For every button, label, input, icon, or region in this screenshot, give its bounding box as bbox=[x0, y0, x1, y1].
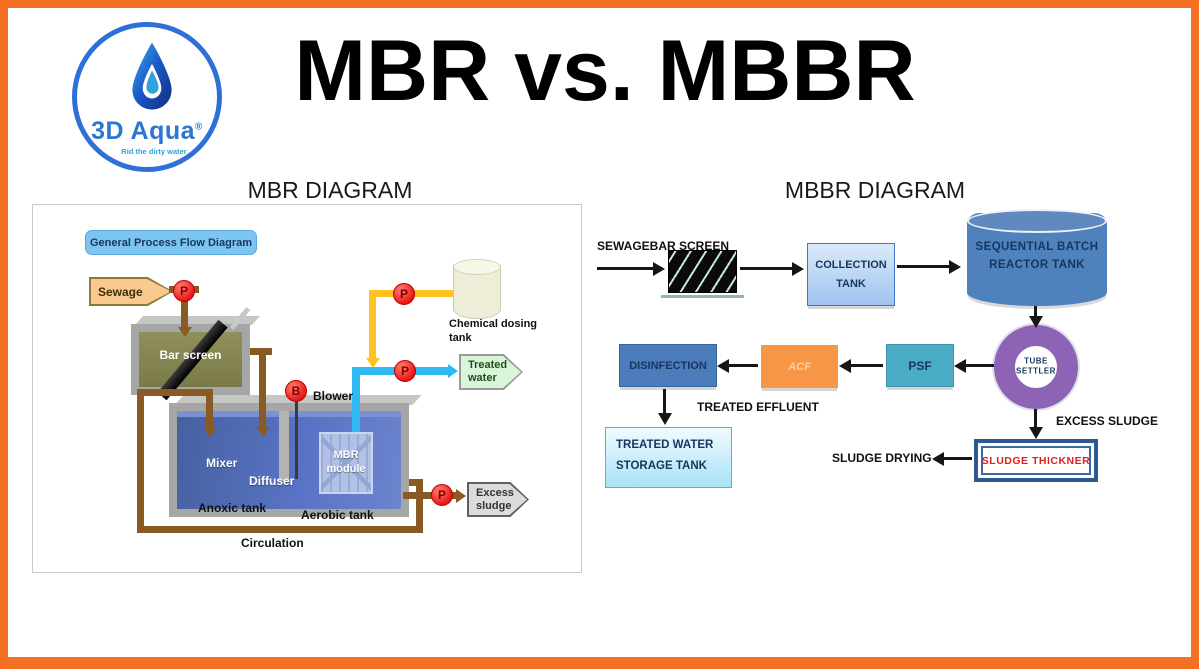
mbr-module-label: MBR module bbox=[326, 449, 366, 476]
flow-arrow-to-psf bbox=[966, 364, 994, 367]
treated-water-storage-tank-node: TREATED WATER STORAGE TANK bbox=[605, 427, 732, 488]
frame-bottom bbox=[0, 657, 1199, 669]
collection-tank-node: COLLECTION TANK bbox=[807, 243, 895, 306]
chemical-dosing-tank-label: Chemical dosing tank bbox=[449, 318, 538, 345]
sewage-label: Sewage bbox=[89, 277, 173, 306]
flow-arrow-sewage bbox=[597, 267, 653, 270]
mbr-diagram-heading: MBR DIAGRAM bbox=[247, 177, 413, 203]
mbr-module: MBR module bbox=[319, 432, 373, 494]
blower-badge: B bbox=[285, 380, 307, 402]
treated-effluent-label: TREATED EFFLUENT bbox=[697, 400, 819, 414]
frame-right bbox=[1191, 0, 1199, 669]
pipe-sewage-vertical bbox=[181, 291, 188, 327]
flow-arrow-to-disinfection bbox=[729, 364, 758, 367]
treated-water-label: Treated water bbox=[459, 354, 523, 390]
sbr-tank-label: SEQUENTIAL BATCH REACTOR TANK bbox=[975, 241, 1099, 271]
registered-mark: ® bbox=[195, 121, 203, 133]
excess-sludge-text: Excess sludge bbox=[476, 486, 514, 512]
frame-top bbox=[0, 0, 1199, 8]
anoxic-tank-label: Anoxic tank bbox=[198, 501, 267, 515]
mbr-diagram-panel: General Process Flow Diagram Sewage P Ba… bbox=[32, 204, 582, 573]
tube-settler-label: TUBE SETTLER bbox=[1016, 356, 1056, 376]
pump-badge: P bbox=[393, 283, 415, 305]
pipe-barscreen-out-vertical bbox=[259, 348, 266, 427]
brand-tagline: Rid the dirty water bbox=[121, 147, 187, 156]
blower-line bbox=[295, 401, 298, 479]
circulation-pipe-bottom bbox=[137, 526, 423, 533]
flow-arrow-to-acf bbox=[851, 364, 883, 367]
sludge-drying-label: SLUDGE DRYING bbox=[832, 451, 932, 465]
circulation-pipe-left-riser bbox=[137, 389, 144, 533]
flow-arrow-to-drying bbox=[944, 457, 972, 460]
flow-arrow-to-settler bbox=[1034, 306, 1037, 316]
flow-arrow-to-sbr bbox=[897, 265, 949, 268]
frame-left bbox=[0, 0, 8, 669]
psf-node: PSF bbox=[886, 344, 954, 387]
bar-screen-base bbox=[661, 295, 744, 298]
pump-badge: P bbox=[431, 484, 453, 506]
treated-water-text: Treated water bbox=[468, 358, 508, 384]
page-title: MBR vs. MBBR bbox=[294, 23, 916, 119]
excess-sludge-label: Excess sludge bbox=[467, 482, 529, 517]
tank-divider-wall bbox=[279, 411, 289, 481]
flow-arrow-to-storage bbox=[663, 389, 666, 413]
sbr-tank-node: SEQUENTIAL BATCH REACTOR TANK bbox=[967, 209, 1107, 306]
mixer-label: Mixer bbox=[206, 456, 238, 470]
chemical-dosing-tank bbox=[453, 259, 501, 319]
bar-screen-icon bbox=[668, 250, 737, 293]
tube-settler-node: TUBE SETTLER bbox=[994, 325, 1078, 409]
acf-node: ACF bbox=[761, 345, 838, 388]
sewage-bar-screen-label: SEWAGEBAR SCREEN bbox=[597, 239, 730, 253]
brand-logo: 3D Aqua® Rid the dirty water bbox=[72, 22, 222, 172]
flow-arrow-to-collection bbox=[740, 267, 792, 270]
circulation-label: Circulation bbox=[241, 536, 304, 550]
sbr-tank-lid bbox=[967, 209, 1107, 233]
circulation-pipe-return bbox=[206, 393, 213, 427]
pump-badge: P bbox=[394, 360, 416, 382]
permeate-pipe-vertical bbox=[352, 371, 360, 435]
dosing-pipe-vertical bbox=[369, 290, 376, 358]
excess-sludge-flow-label: EXCESS SLUDGE bbox=[1056, 414, 1159, 428]
circulation-pipe-right-riser bbox=[416, 479, 423, 533]
excess-sludge-pipe bbox=[403, 492, 456, 499]
bar-screen-label: Bar screen bbox=[159, 348, 222, 362]
brand-name: 3D Aqua® bbox=[91, 117, 203, 145]
diffuser-label: Diffuser bbox=[249, 474, 295, 488]
aerobic-tank-label: Aerobic tank bbox=[301, 508, 374, 522]
circulation-pipe-top bbox=[137, 389, 213, 396]
sewage-label-text: Sewage bbox=[98, 284, 143, 299]
sludge-thickner-node: SLUDGE THICKNER bbox=[974, 439, 1098, 482]
blower-label: Blower bbox=[313, 389, 354, 403]
water-drop-icon bbox=[132, 42, 172, 110]
flow-title-badge: General Process Flow Diagram bbox=[85, 230, 257, 255]
pump-badge: P bbox=[173, 280, 195, 302]
flow-arrow-to-thickner bbox=[1034, 409, 1037, 427]
disinfection-node: DISINFECTION bbox=[619, 344, 717, 387]
mbbr-diagram-heading: MBBR DIAGRAM bbox=[784, 177, 966, 203]
